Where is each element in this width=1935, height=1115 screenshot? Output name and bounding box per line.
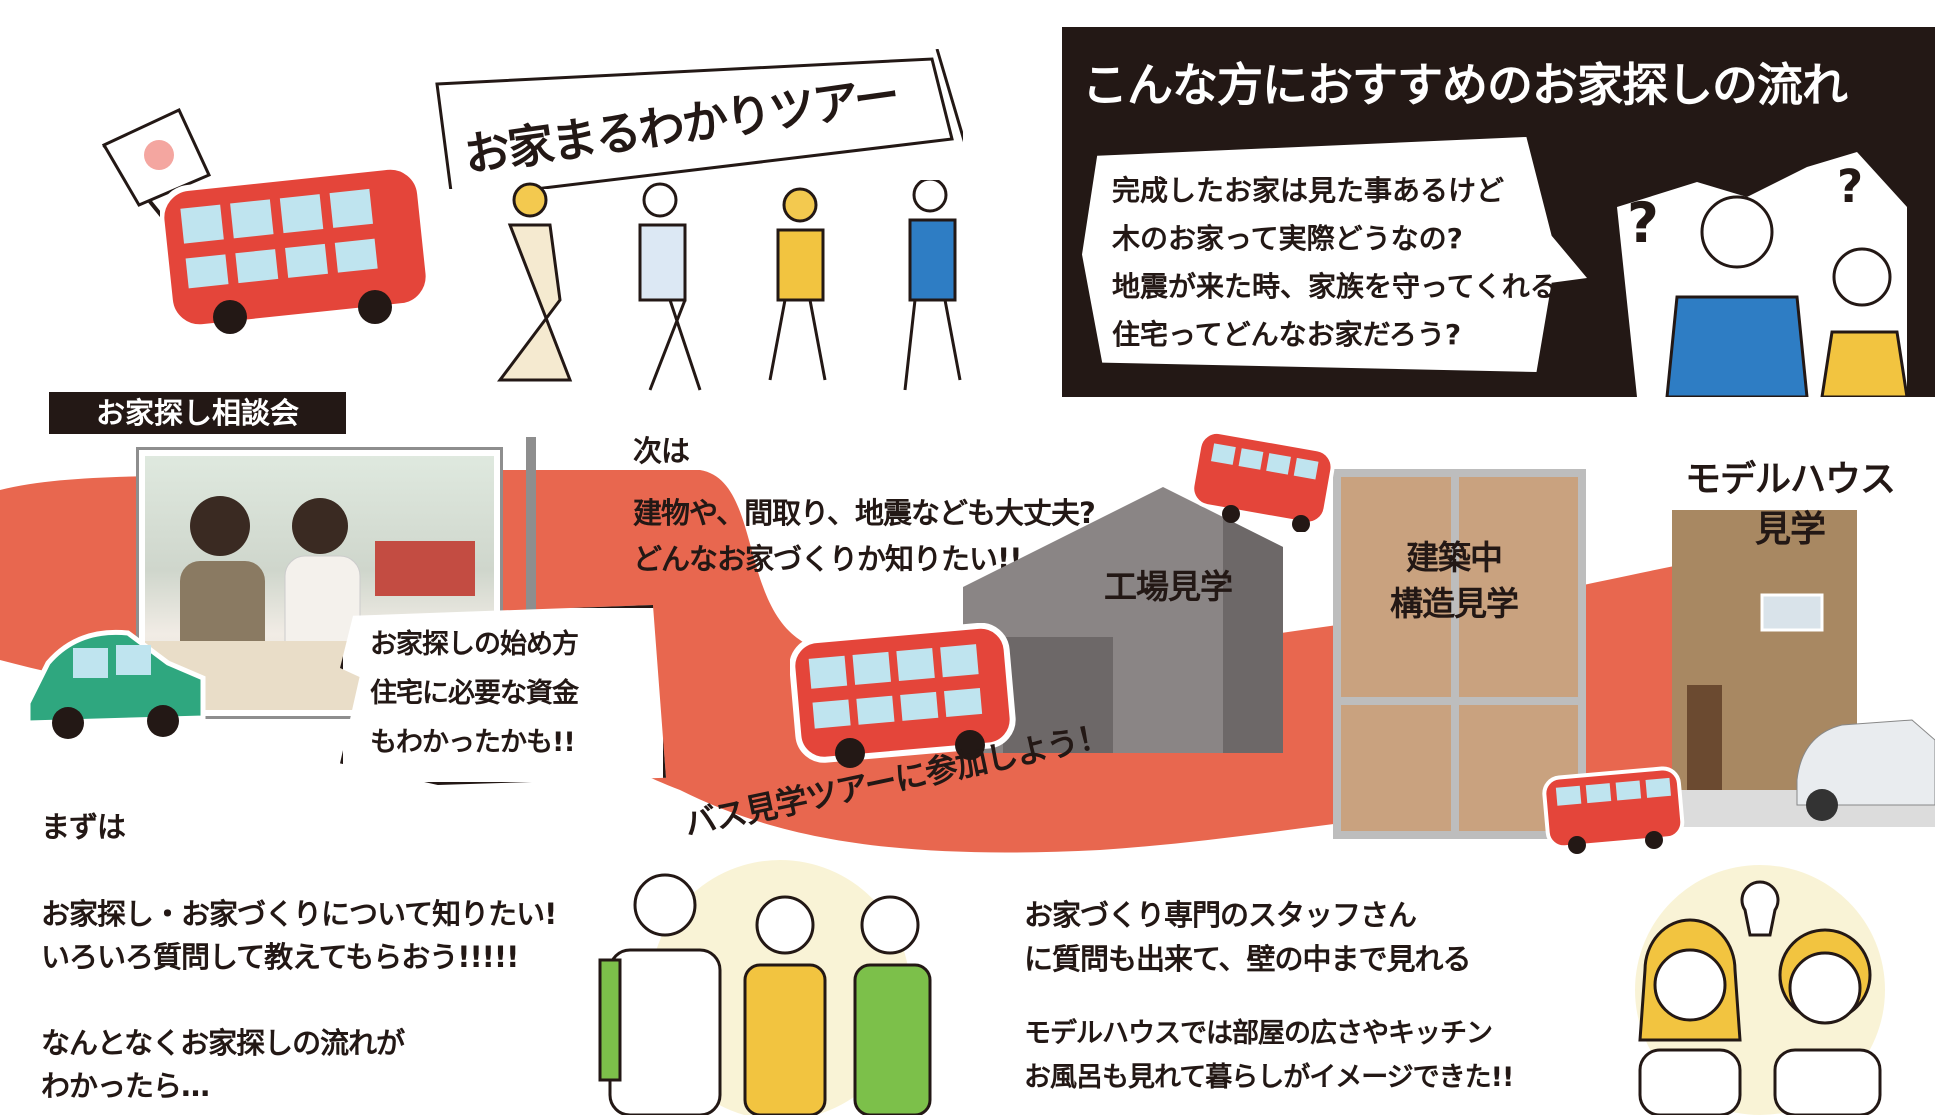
text-line: 住宅ってどんなお家だろう?	[1112, 318, 1462, 351]
recommendation-panel: こんな方におすすめのお家探しの流れ 完成したお家は見た事あるけど 木のお家って実…	[1062, 27, 1935, 397]
students-illustration	[598, 860, 932, 1115]
staff-question-text: お家づくり専門のスタッフさん に質問も出来て、壁の中まで見れる	[1024, 893, 1472, 981]
frame-beam	[1451, 477, 1459, 831]
text-line: 完成したお家は見た事あるけど	[1112, 174, 1505, 207]
bus-icon	[790, 623, 1016, 768]
text-line: お家探しの始め方	[370, 629, 579, 660]
flow-understood-text: なんとなくお家探しの流れが わかったら…	[41, 1022, 405, 1108]
bus-icon	[160, 167, 430, 334]
text-line: お風呂も見れて暮らしがイメージできた!!	[1024, 1062, 1514, 1093]
text-line: モデルハウス	[1685, 459, 1896, 500]
tour-banner: お家まるわかりツアー	[432, 49, 963, 189]
speech-bubble	[1082, 137, 1587, 372]
frame-beam	[1341, 697, 1578, 705]
walking-people-illustration	[497, 180, 962, 391]
text-line: に質問も出来て、壁の中まで見れる	[1024, 942, 1472, 976]
divider-post	[526, 437, 536, 727]
factory-tour-label: 工場見学	[1104, 567, 1233, 606]
consult-label: お家探し相談会	[49, 392, 346, 434]
factory-building-icon	[963, 487, 1283, 753]
puzzled-couple-illustration: ??	[1617, 152, 1909, 397]
bus-icon	[1542, 766, 1685, 854]
banner-flag-icon	[435, 49, 963, 189]
consultation-photo	[136, 447, 503, 719]
next-heading: 次は	[633, 434, 690, 468]
text-line: いろいろ質問して教えてもらおう!!!!!	[41, 940, 519, 974]
bus-icon	[1191, 432, 1335, 532]
text-line: もわかったかも!!	[370, 727, 576, 758]
model-house-photo	[1672, 500, 1935, 827]
recommendation-text: 完成したお家は見た事あるけど 木のお家って実際どうなの? 地震が来た時、家族を守…	[1112, 167, 1558, 359]
text-line: お家探し・お家づくりについて知りたい!	[41, 897, 557, 931]
house-illustration	[1672, 510, 1935, 827]
flag-icon	[101, 108, 212, 227]
car-icon	[25, 629, 206, 739]
model-house-impression-text: モデルハウスでは部屋の広さやキッチン お風呂も見れて暮らしがイメージできた!!	[1024, 1012, 1514, 1100]
first-step-text: お家探し・お家づくりについて知りたい! いろいろ質問して教えてもらおう!!!!!	[41, 893, 557, 979]
svg-text:?: ?	[1627, 191, 1659, 255]
model-house-label: モデルハウス 見学	[1685, 455, 1896, 555]
construction-tour-label: 建築中 構造見学	[1390, 535, 1519, 627]
text-line: 建物や、間取り、地震なども大丈夫?	[633, 496, 1096, 530]
next-text: 建物や、間取り、地震なども大丈夫? どんなお家づくりか知りたい!!	[633, 490, 1096, 582]
text-line: モデルハウスでは部屋の広さやキッチン	[1024, 1018, 1493, 1049]
first-step-heading: まずは	[41, 810, 126, 844]
recommendation-title: こんな方におすすめのお家探しの流れ	[1082, 58, 1848, 112]
text-line: 地震が来た時、家族を守ってくれる	[1112, 270, 1558, 303]
text-line: 住宅に必要な資金	[370, 678, 579, 709]
text-line: なんとなくお家探しの流れが	[41, 1026, 405, 1060]
text-line: 見学	[1755, 509, 1826, 550]
consult-bubble-text: お家探しの始め方 住宅に必要な資金 もわかったかも!!	[370, 620, 579, 767]
lightbulb-icon	[1740, 880, 1780, 937]
text-line: お家づくり専門のスタッフさん	[1024, 898, 1417, 932]
svg-text:?: ?	[1837, 160, 1863, 213]
construction-frame	[1333, 469, 1586, 839]
text-line: わかったら…	[41, 1069, 210, 1103]
text-line: 建築中	[1406, 538, 1503, 577]
text-line: 木のお家って実際どうなの?	[1112, 222, 1463, 255]
happy-couple-illustration	[1635, 865, 1885, 1115]
text-line: 構造見学	[1390, 584, 1519, 623]
text-line: どんなお家づくりか知りたい!!	[633, 542, 1022, 576]
